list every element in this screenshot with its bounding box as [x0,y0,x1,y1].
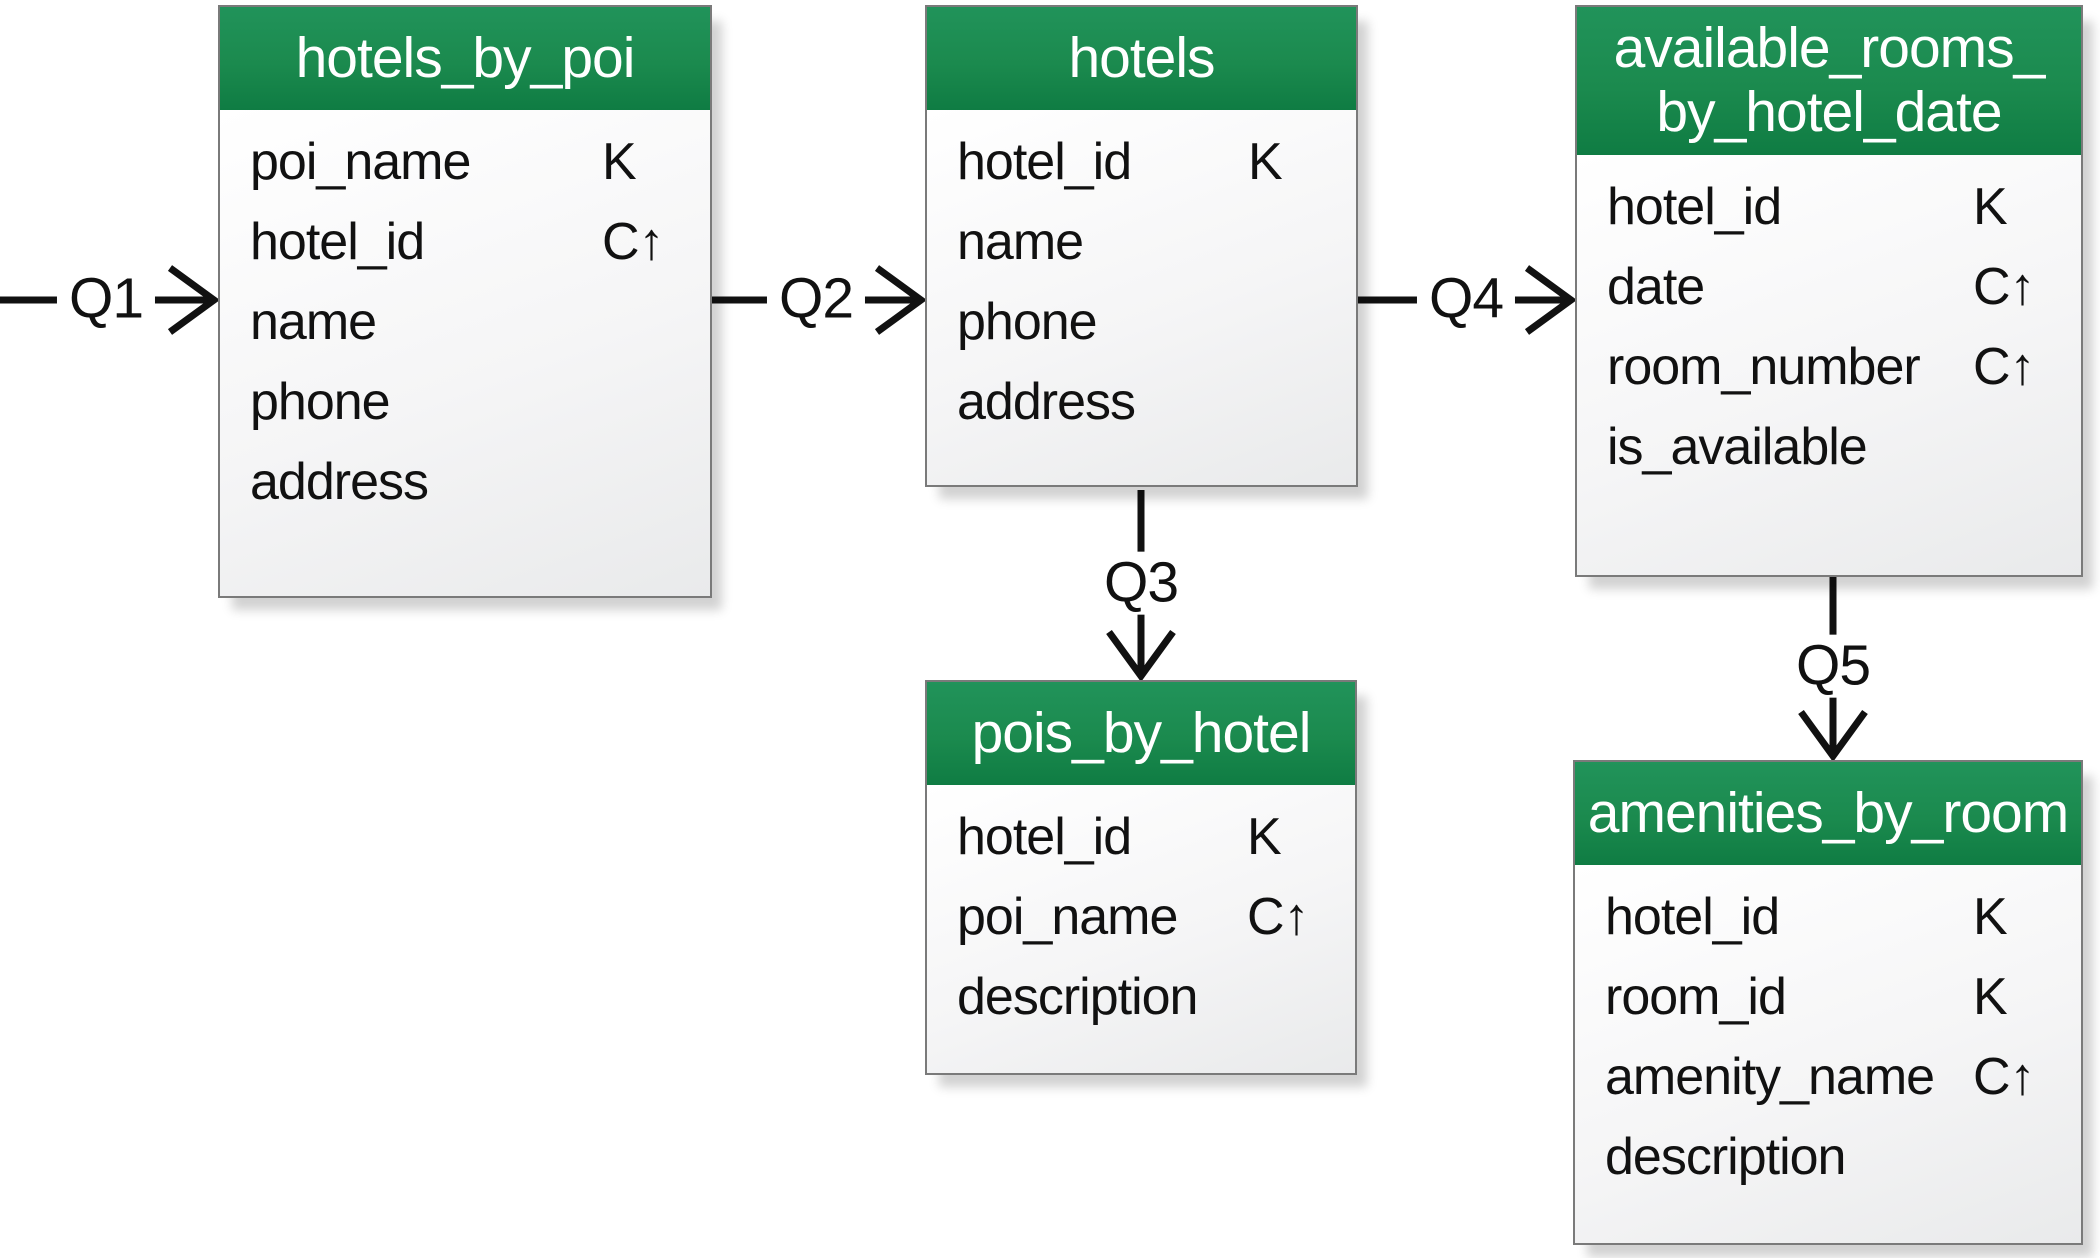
table-title: amenities_by_room [1575,762,2081,865]
key-designator: C↑ [1247,888,1310,946]
attribute-row: date C↑ [1607,247,2073,327]
attribute-row: hotel_id K [1607,167,2073,247]
attribute-name: is_available [1607,418,1868,476]
attribute-row: room_number C↑ [1607,327,2073,407]
query-label-q4: Q4 [1416,267,1516,331]
attribute-name: address [250,453,429,511]
table-title: pois_by_hotel [927,682,1355,785]
attribute-name: amenity_name [1605,1048,1935,1106]
key-designator: C↑ [1973,338,2036,396]
attribute-row: phone [250,362,702,442]
attribute-row: address [250,442,702,522]
table-body: poi_name K hotel_id C↑ name phone addres… [220,110,710,596]
attribute-row: hotel_id K [957,122,1348,202]
table-available-rooms-by-hotel-date: available_rooms_ by_hotel_date hotel_id … [1575,5,2083,577]
key-designator: C↑ [1973,258,2036,316]
table-hotels: hotels hotel_id K name phone address [925,5,1358,487]
key-designator: K [1248,133,1283,191]
attribute-name: description [1605,1128,1846,1186]
attribute-row: hotel_id K [957,797,1347,877]
attribute-name: date [1607,258,1705,316]
table-title: hotels [927,7,1356,110]
attribute-row: hotel_id K [1605,877,2073,957]
attribute-name: hotel_id [957,133,1132,191]
key-designator: K [1973,178,2008,236]
attribute-name: hotel_id [957,808,1132,866]
table-body: hotel_id K poi_name C↑ description [927,785,1355,1073]
attribute-row: amenity_name C↑ [1605,1037,2073,1117]
table-title: hotels_by_poi [220,7,710,110]
key-designator: K [1973,968,2008,1026]
attribute-name: poi_name [250,133,471,191]
attribute-row: is_available [1607,407,2073,487]
attribute-name: phone [957,293,1098,351]
attribute-row: poi_name C↑ [957,877,1347,957]
attribute-name: hotel_id [250,213,425,271]
table-body: hotel_id K room_id K amenity_name C↑ des… [1575,865,2081,1243]
key-designator: K [1247,808,1282,866]
table-pois-by-hotel: pois_by_hotel hotel_id K poi_name C↑ des… [925,680,1357,1075]
attribute-name: phone [250,373,391,431]
key-designator: K [602,133,637,191]
attribute-row: address [957,362,1348,442]
table-amenities-by-room: amenities_by_room hotel_id K room_id K a… [1573,760,2083,1245]
attribute-name: hotel_id [1605,888,1780,946]
attribute-name: description [957,968,1198,1026]
query-label-q1: Q1 [56,267,156,331]
attribute-row: room_id K [1605,957,2073,1037]
table-hotels-by-poi: hotels_by_poi poi_name K hotel_id C↑ nam… [218,5,712,598]
attribute-name: name [250,293,377,351]
attribute-row: description [1605,1117,2073,1197]
attribute-row: phone [957,282,1348,362]
key-designator: C↑ [1973,1048,2036,1106]
attribute-name: poi_name [957,888,1178,946]
attribute-row: hotel_id C↑ [250,202,702,282]
attribute-row: poi_name K [250,122,702,202]
attribute-name: room_number [1607,338,1921,396]
attribute-name: name [957,213,1084,271]
attribute-row: name [250,282,702,362]
query-label-q5: Q5 [1783,634,1883,698]
query-label-q2: Q2 [766,267,866,331]
table-title: available_rooms_ by_hotel_date [1577,7,2081,155]
key-designator: K [1973,888,2008,946]
table-body: hotel_id K date C↑ room_number C↑ is_ava… [1577,155,2081,575]
table-body: hotel_id K name phone address [927,110,1356,485]
key-designator: C↑ [602,213,665,271]
attribute-name: room_id [1605,968,1787,1026]
attribute-row: description [957,957,1347,1037]
query-label-q3: Q3 [1091,551,1191,615]
attribute-name: address [957,373,1136,431]
attribute-name: hotel_id [1607,178,1782,236]
attribute-row: name [957,202,1348,282]
